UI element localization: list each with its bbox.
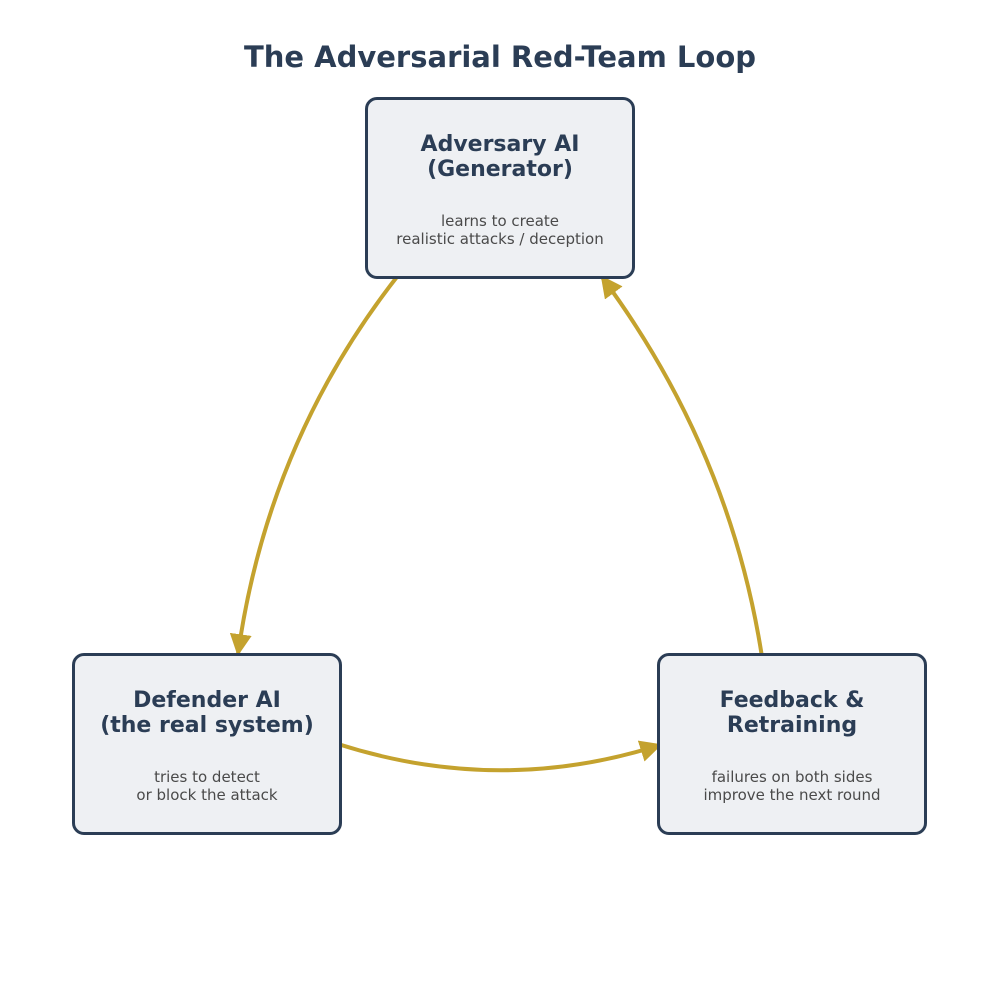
node-defender-desc: tries to detect or block the attack (136, 768, 278, 804)
node-feedback-retraining: Feedback & Retraining failures on both s… (657, 653, 927, 835)
arrow-feedback-to-adversary (600, 275, 764, 659)
node-defender-title: Defender AI (the real system) (100, 688, 314, 738)
arrow-defender-to-feedback (336, 740, 663, 773)
diagram-title: The Adversarial Red-Team Loop (243, 40, 757, 74)
node-adversary-title: Adversary AI (Generator) (420, 132, 580, 182)
node-adversary-ai: Adversary AI (Generator) learns to creat… (365, 97, 635, 279)
node-adversary-desc: learns to create realistic attacks / dec… (396, 212, 604, 248)
node-defender-ai: Defender AI (the real system) tries to d… (72, 653, 342, 835)
node-feedback-title: Feedback & Retraining (719, 688, 865, 738)
arrow-adversary-to-defender (229, 271, 402, 657)
node-feedback-desc: failures on both sides improve the next … (703, 768, 881, 804)
